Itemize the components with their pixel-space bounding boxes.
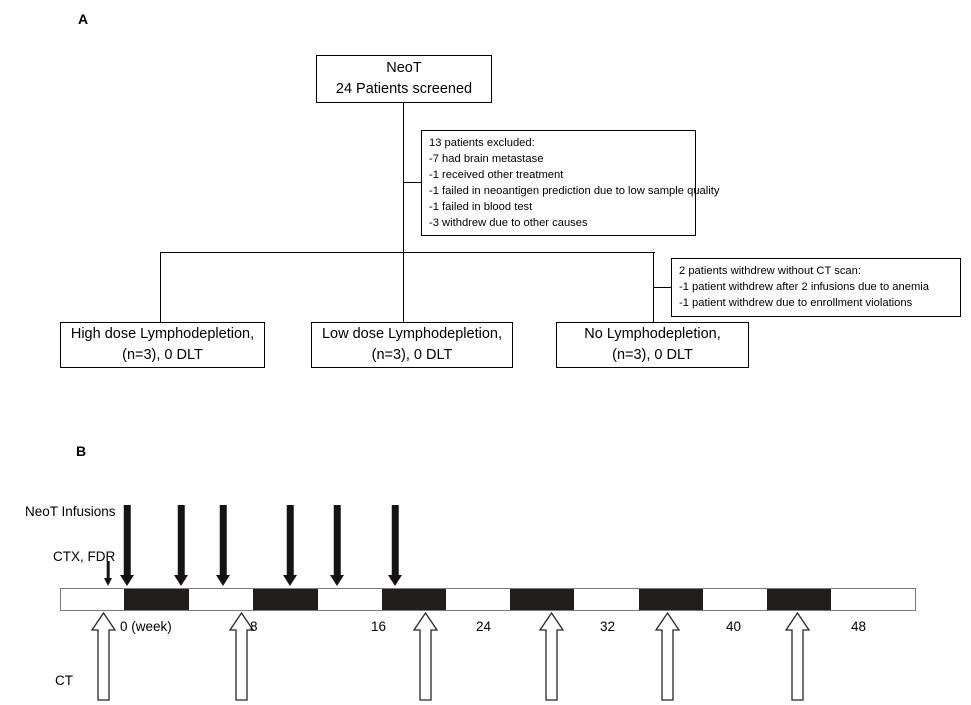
panel-b-label: B: [76, 443, 87, 459]
arm-box-high-dose: High dose Lymphodepletion, (n=3), 0 DLT: [60, 322, 265, 368]
flowchart-root-box: NeoT 24 Patients screened: [316, 55, 492, 103]
timeline-segment: [253, 589, 318, 610]
connector-arm-drop-middle: [403, 252, 405, 322]
timeline-tick-label: 8: [250, 619, 258, 634]
neot-infusions-label: NeoT Infusions: [25, 504, 116, 519]
root-box-line1: NeoT: [386, 59, 422, 76]
withdrew-note-item-2: -1 patient withdrew due to enrollment vi…: [679, 296, 913, 309]
timeline-bar: [60, 588, 916, 611]
excluded-note-item-4: -1 failed in blood test: [429, 200, 533, 213]
arm-box-low-dose: Low dose Lymphodepletion, (n=3), 0 DLT: [311, 322, 513, 368]
timeline-segment: [189, 589, 253, 610]
ct-scan-arrow: [538, 611, 564, 701]
panel-a-label: A: [78, 11, 89, 27]
arm-no-lympho-line1: No Lymphodepletion,: [584, 325, 721, 342]
ctx-fdr-arrow: [104, 561, 113, 586]
withdrew-without-ct-note: 2 patients withdrew without CT scan: -1 …: [671, 258, 961, 317]
ct-scan-arrow: [228, 611, 254, 701]
ct-scan-arrow: [784, 611, 810, 701]
timeline-segment: [124, 589, 189, 610]
arm-high-dose-line1: High dose Lymphodepletion,: [70, 325, 255, 342]
excluded-note-item-5: -3 withdrew due to other causes: [429, 216, 588, 229]
timeline-tick-label: 24: [476, 619, 492, 634]
timeline-tick-label: 32: [600, 619, 616, 634]
neot-infusion-arrow: [216, 505, 230, 586]
timeline-segment: [318, 589, 382, 610]
timeline-segment: [446, 589, 510, 610]
neot-infusion-arrow: [174, 505, 188, 586]
arm-box-no-lymphodepletion: No Lymphodepletion, (n=3), 0 DLT: [556, 322, 749, 368]
connector-root-spine: [403, 103, 405, 252]
timeline-segment: [61, 589, 124, 610]
withdrew-note-heading: 2 patients withdrew without CT scan:: [679, 265, 861, 277]
arm-low-dose-line2: (n=3), 0 DLT: [371, 347, 453, 363]
root-box-line2: 24 Patients screened: [335, 81, 473, 97]
connector-withdrew-stub: [653, 287, 672, 289]
connector-excluded-stub: [403, 182, 422, 184]
timeline-tick-label: 40: [726, 619, 742, 634]
arm-high-dose-line2: (n=3), 0 DLT: [122, 347, 203, 363]
timeline-segment: [831, 589, 915, 610]
timeline-tick-label: 48: [851, 619, 867, 634]
arm-no-lympho-line2: (n=3), 0 DLT: [612, 347, 693, 363]
excluded-patients-note: 13 patients excluded: -7 had brain metas…: [421, 130, 720, 237]
timeline-segment: [767, 589, 831, 610]
timeline-segment: [382, 589, 446, 610]
timeline-segment: [703, 589, 767, 610]
timeline-segment: [510, 589, 574, 610]
withdrew-note-item-1: -1 patient withdrew after 2 infusions du…: [679, 280, 929, 293]
ct-scan-arrow: [90, 611, 116, 701]
excluded-note-item-2: -1 received other treatment: [429, 168, 564, 181]
neot-infusion-arrow: [283, 505, 297, 586]
neot-infusion-arrow: [330, 505, 344, 586]
timeline-tick-label: 0 (week): [120, 619, 172, 634]
excluded-note-item-1: -7 had brain metastase: [429, 152, 544, 165]
ct-scan-arrow: [412, 611, 438, 701]
neot-infusion-arrow: [120, 505, 134, 586]
timeline-segment: [574, 589, 639, 610]
connector-arm-rail: [160, 252, 655, 254]
connector-arm-drop-left: [160, 252, 162, 322]
timeline-tick-label: 16: [371, 619, 387, 634]
ct-scan-arrow: [654, 611, 680, 701]
neot-infusion-arrow: [388, 505, 402, 586]
excluded-note-heading: 13 patients excluded:: [429, 137, 535, 149]
arm-low-dose-line1: Low dose Lymphodepletion,: [321, 325, 503, 342]
excluded-note-item-3: -1 failed in neoantigen prediction due t…: [429, 184, 720, 197]
ctx-fdr-label: CTX, FDR: [53, 549, 116, 564]
ct-label: CT: [55, 673, 73, 688]
timeline-segment: [639, 589, 703, 610]
